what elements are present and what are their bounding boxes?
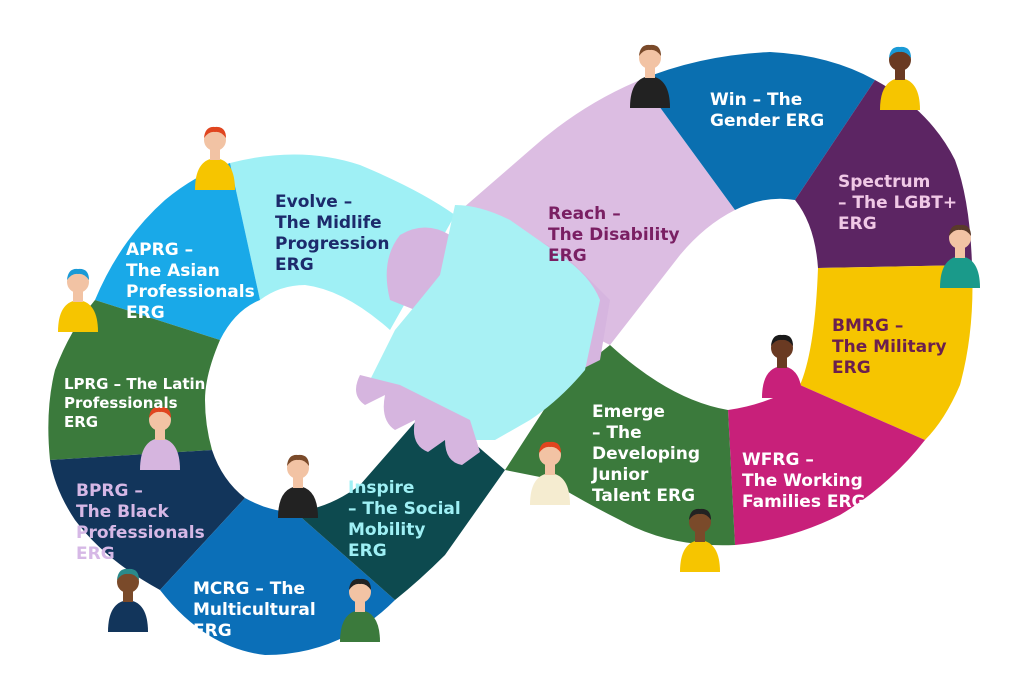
two-people-icon <box>140 406 180 470</box>
person-yellow-shirt-phone-icon <box>195 126 235 190</box>
segment-aprg <box>95 163 260 340</box>
person-body <box>340 610 380 642</box>
label-spectrum: Spectrum – The LGBT+ ERG <box>838 172 958 234</box>
person-head <box>771 337 793 359</box>
person-hair <box>639 44 661 56</box>
person-pink-top-icon <box>762 334 802 398</box>
person-head <box>539 444 561 466</box>
left-hand <box>370 205 600 440</box>
person-neck <box>695 530 705 542</box>
segment-bprg <box>50 450 245 590</box>
label-inspire: Inspire – The Social Mobility ERG <box>348 478 461 561</box>
label-reach: Reach – The Disability ERG <box>548 204 680 266</box>
person-turban-icon <box>108 568 148 632</box>
person-hair <box>117 568 139 580</box>
person-neck <box>645 66 655 78</box>
person-head <box>639 47 661 69</box>
label-bprg: BPRG – The Black Professionals ERG <box>76 481 205 564</box>
person-body <box>630 76 670 108</box>
person-neck <box>293 476 303 488</box>
label-emerge: Emerge – The Developing Junior Talent ER… <box>592 402 701 506</box>
label-mcrg: MCRG – The Multicultural ERG <box>193 579 316 641</box>
person-neck <box>210 148 220 160</box>
person-body <box>195 158 235 190</box>
handshake-illustration <box>356 205 610 465</box>
person-hair <box>889 46 911 58</box>
person-head <box>889 49 911 71</box>
person-body <box>530 473 570 505</box>
person-neck <box>123 590 133 602</box>
person-head <box>149 409 171 431</box>
person-teal-top-phone-icon <box>940 224 980 288</box>
left-loop <box>48 154 505 655</box>
segment-mcrg <box>160 498 395 655</box>
label-bmrg: BMRG – The Military ERG <box>832 316 947 378</box>
person-head <box>287 457 309 479</box>
person-wheelchair-icon <box>340 578 380 642</box>
person-head <box>204 129 226 151</box>
person-neck <box>155 428 165 440</box>
person-neck <box>355 600 365 612</box>
person-body <box>680 540 720 572</box>
person-head <box>949 227 971 249</box>
person-head <box>349 581 371 603</box>
person-body <box>880 78 920 110</box>
person-blue-headwrap-icon <box>58 268 98 332</box>
person-neck <box>777 356 787 368</box>
person-body <box>58 300 98 332</box>
label-lprg: LPRG – The Latin Professionals ERG <box>64 375 206 431</box>
person-hair <box>949 224 971 236</box>
segment-bmrg <box>800 265 973 440</box>
label-win: Win – The Gender ERG <box>710 90 825 131</box>
person-body <box>762 366 802 398</box>
person-suit-pointing-icon <box>630 44 670 108</box>
label-aprg: APRG – The Asian Professionals ERG <box>126 240 255 323</box>
label-wfrg: WFRG – The Working Families ERG <box>742 450 866 512</box>
segment-lprg <box>48 300 221 460</box>
person-yellow-shirt-phone-icon <box>680 508 720 572</box>
person-body <box>278 486 318 518</box>
person-hair <box>349 578 371 590</box>
person-neck <box>955 246 965 258</box>
person-body <box>940 256 980 288</box>
segment-emerge <box>505 345 735 546</box>
person-head <box>67 271 89 293</box>
person-hair <box>539 441 561 453</box>
person-hair <box>771 334 793 346</box>
person-head <box>689 511 711 533</box>
person-hair <box>204 126 226 138</box>
fingers <box>356 375 480 465</box>
person-body <box>140 438 180 470</box>
segment-spectrum <box>795 80 972 268</box>
person-suit-pointing-icon <box>278 454 318 518</box>
label-evolve: Evolve – The Midlife Progression ERG <box>275 192 390 275</box>
segment-win <box>640 52 875 210</box>
person-body <box>108 600 148 632</box>
person-blue-hat-icon <box>880 46 920 110</box>
segment-wfrg <box>728 385 925 545</box>
person-red-hair-icon <box>530 441 570 505</box>
person-hair <box>149 406 171 418</box>
person-hair <box>67 268 89 280</box>
person-neck <box>895 68 905 80</box>
person-head <box>117 571 139 593</box>
person-neck <box>73 290 83 302</box>
person-hair <box>689 508 711 520</box>
person-neck <box>545 463 555 475</box>
person-hair <box>287 454 309 466</box>
